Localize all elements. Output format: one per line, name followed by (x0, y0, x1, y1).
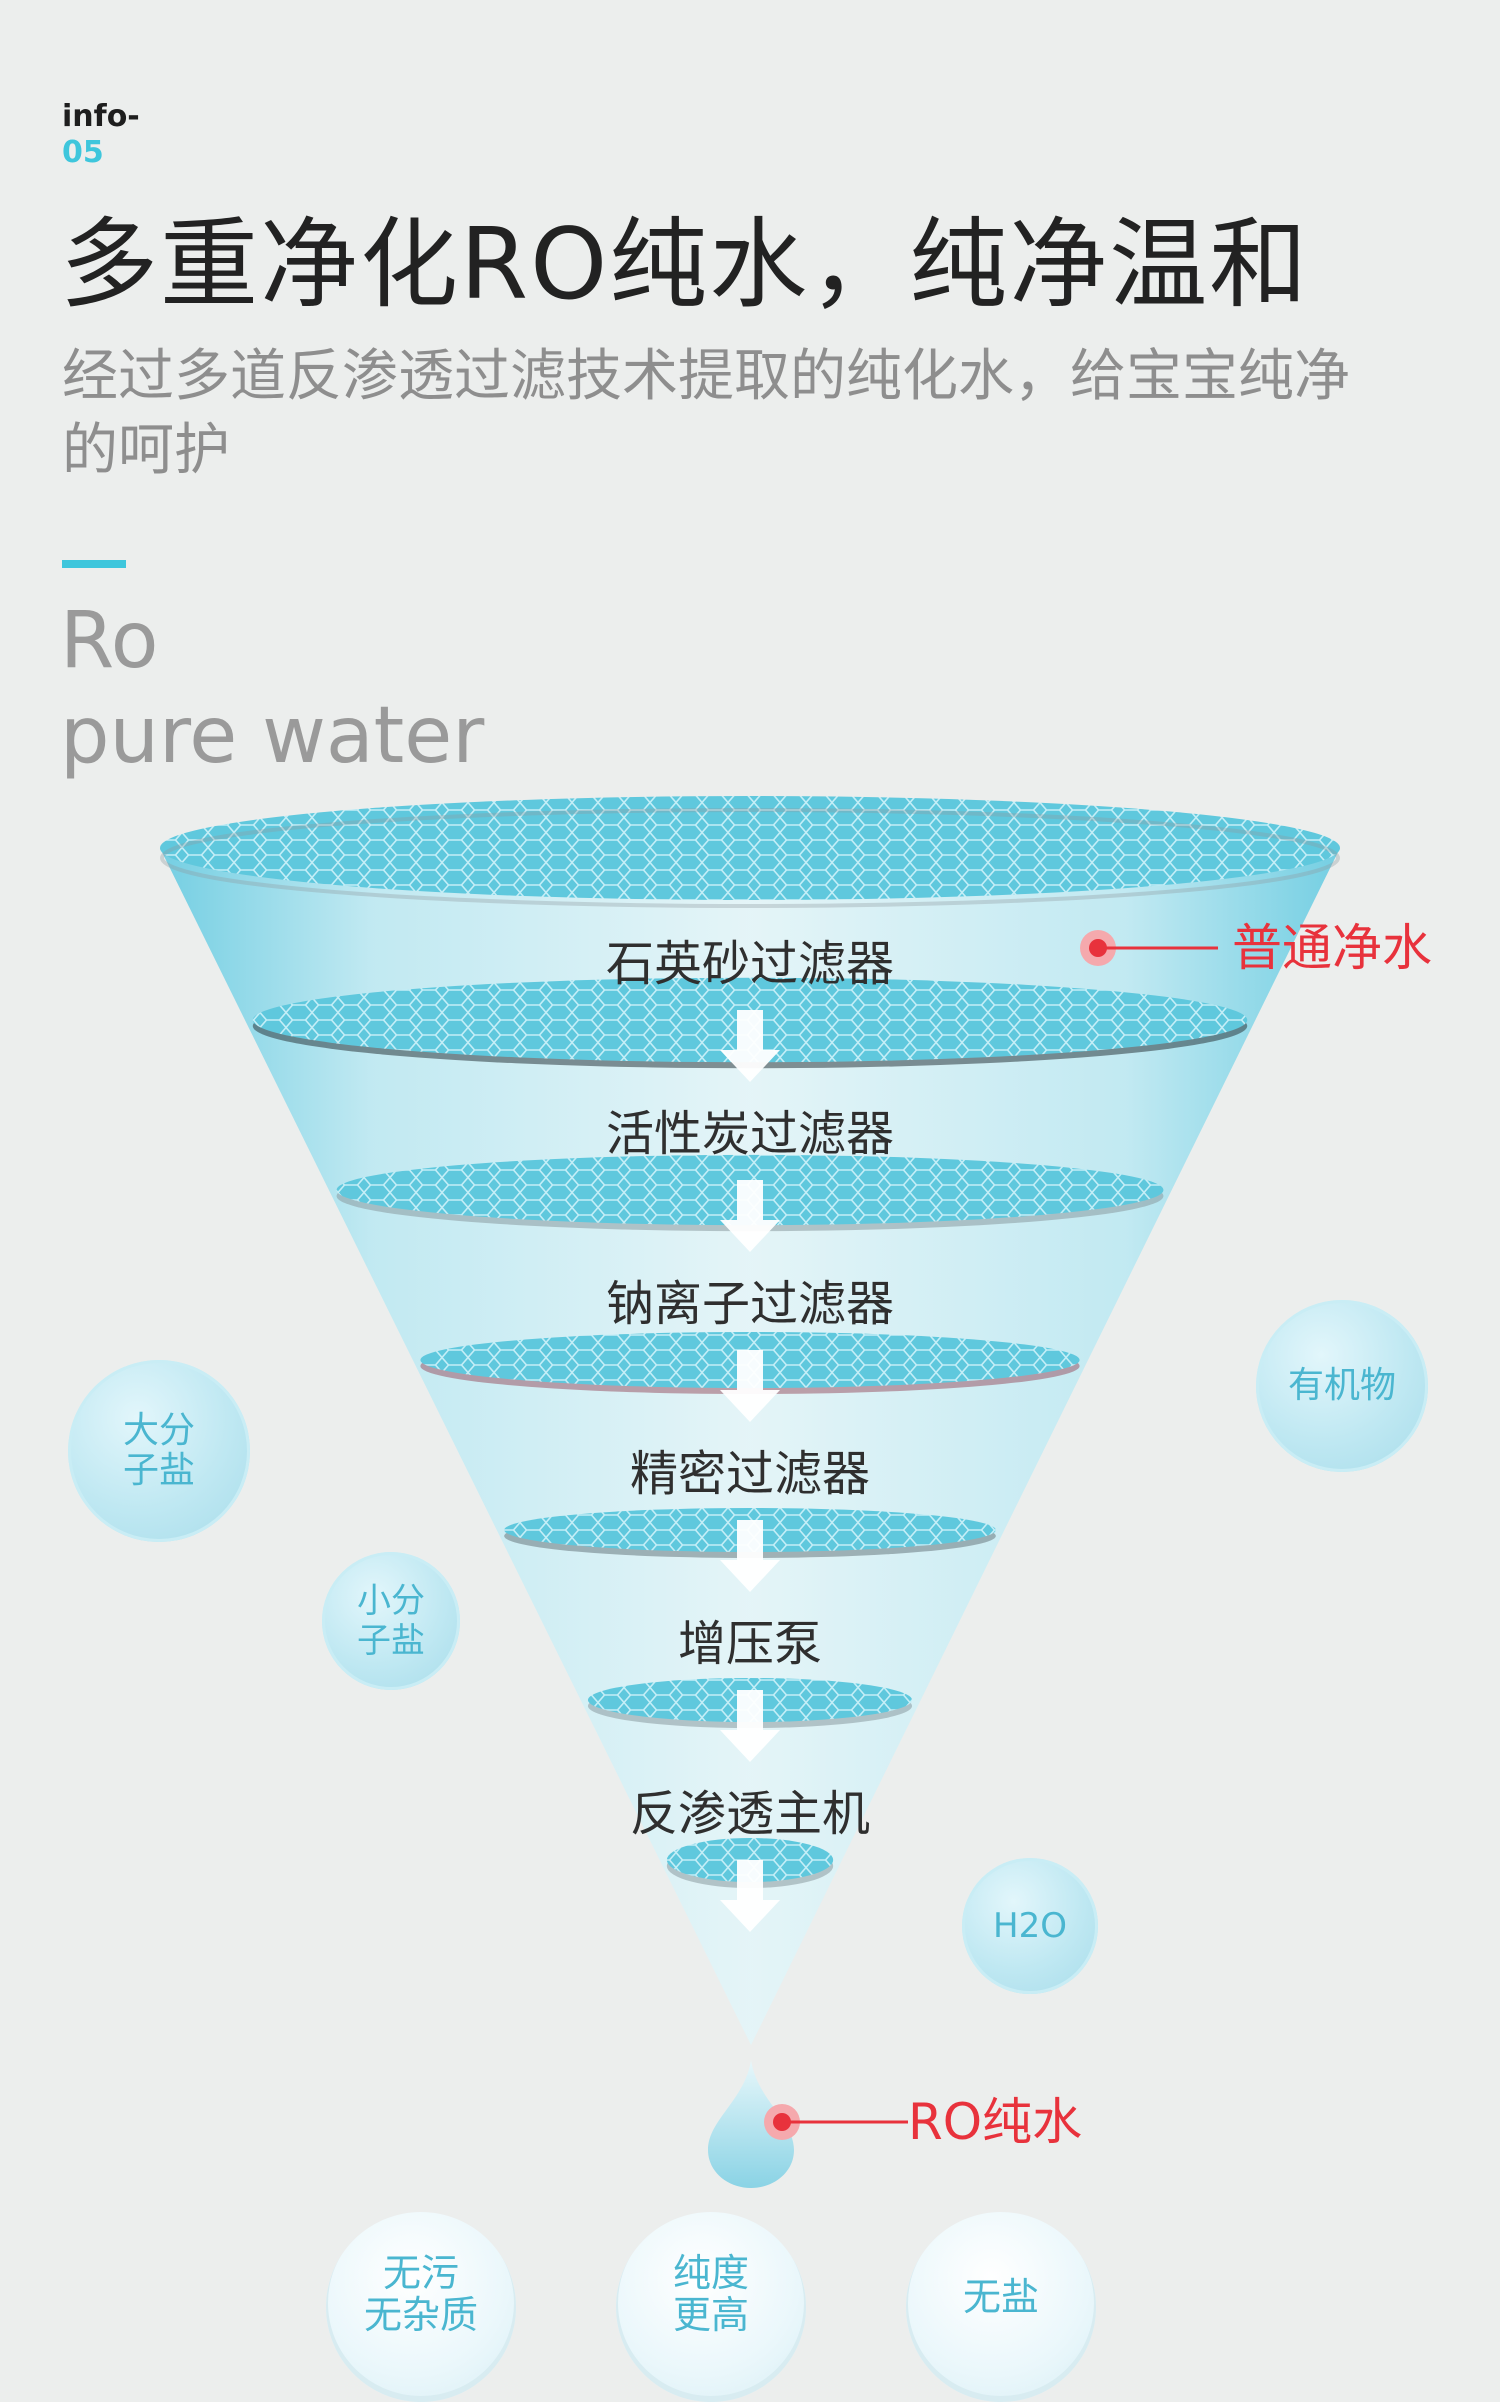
down-arrow-icon (720, 1350, 780, 1422)
stage-label-quartz-sand: 石英砂过滤器 (605, 936, 894, 992)
down-arrow-icon (720, 1520, 780, 1592)
badge-higher-purity: 纯度更高 (616, 2212, 806, 2402)
page-title: 多重净化RO纯水，纯净温和 (60, 208, 1310, 322)
filtration-funnel-diagram (160, 796, 1340, 2188)
stage-label-activated-carbon: 活性炭过滤器 (605, 1106, 894, 1162)
english-title-line-1: Ro (60, 596, 159, 686)
down-arrow-icon (720, 1010, 780, 1082)
down-arrow-icon (720, 1690, 780, 1762)
badge-salt-free: 无盐 (906, 2212, 1096, 2402)
down-arrow-icon (720, 1180, 780, 1252)
badge-no-impurity: 无污无杂质 (326, 2212, 516, 2402)
callout-normal-water: 普通净水 (1232, 919, 1432, 977)
accent-divider (62, 560, 126, 568)
water-drop-icon (708, 2060, 794, 2188)
stage-label-reverse-osmosis: 反渗透主机 (629, 1786, 870, 1842)
funnel-cone (160, 848, 1340, 2045)
info-number: 05 (62, 135, 104, 170)
callout-ro-water: RO纯水 (908, 2093, 1083, 2151)
page-subtitle: 经过多道反渗透过滤技术提取的纯化水，给宝宝纯净的呵护 (62, 344, 1350, 483)
english-title-line-2: pure water (60, 691, 485, 781)
stage-label-booster-pump: 增压泵 (677, 1616, 822, 1672)
bubble-organic-matter: 有机物 (1256, 1300, 1428, 1472)
bubble-h2o: H2O (962, 1858, 1098, 1994)
bubble-large-molecule-salt: 大分子盐 (68, 1360, 250, 1542)
bubble-small-molecule-salt: 小分子盐 (322, 1552, 460, 1690)
stage-label-precision: 精密过滤器 (629, 1446, 870, 1502)
stage-label-sodium-ion: 钠离子过滤器 (605, 1276, 894, 1332)
down-arrow-icon (720, 1860, 780, 1932)
funnel-top-disc (160, 796, 1340, 900)
info-label: info- (62, 99, 140, 134)
